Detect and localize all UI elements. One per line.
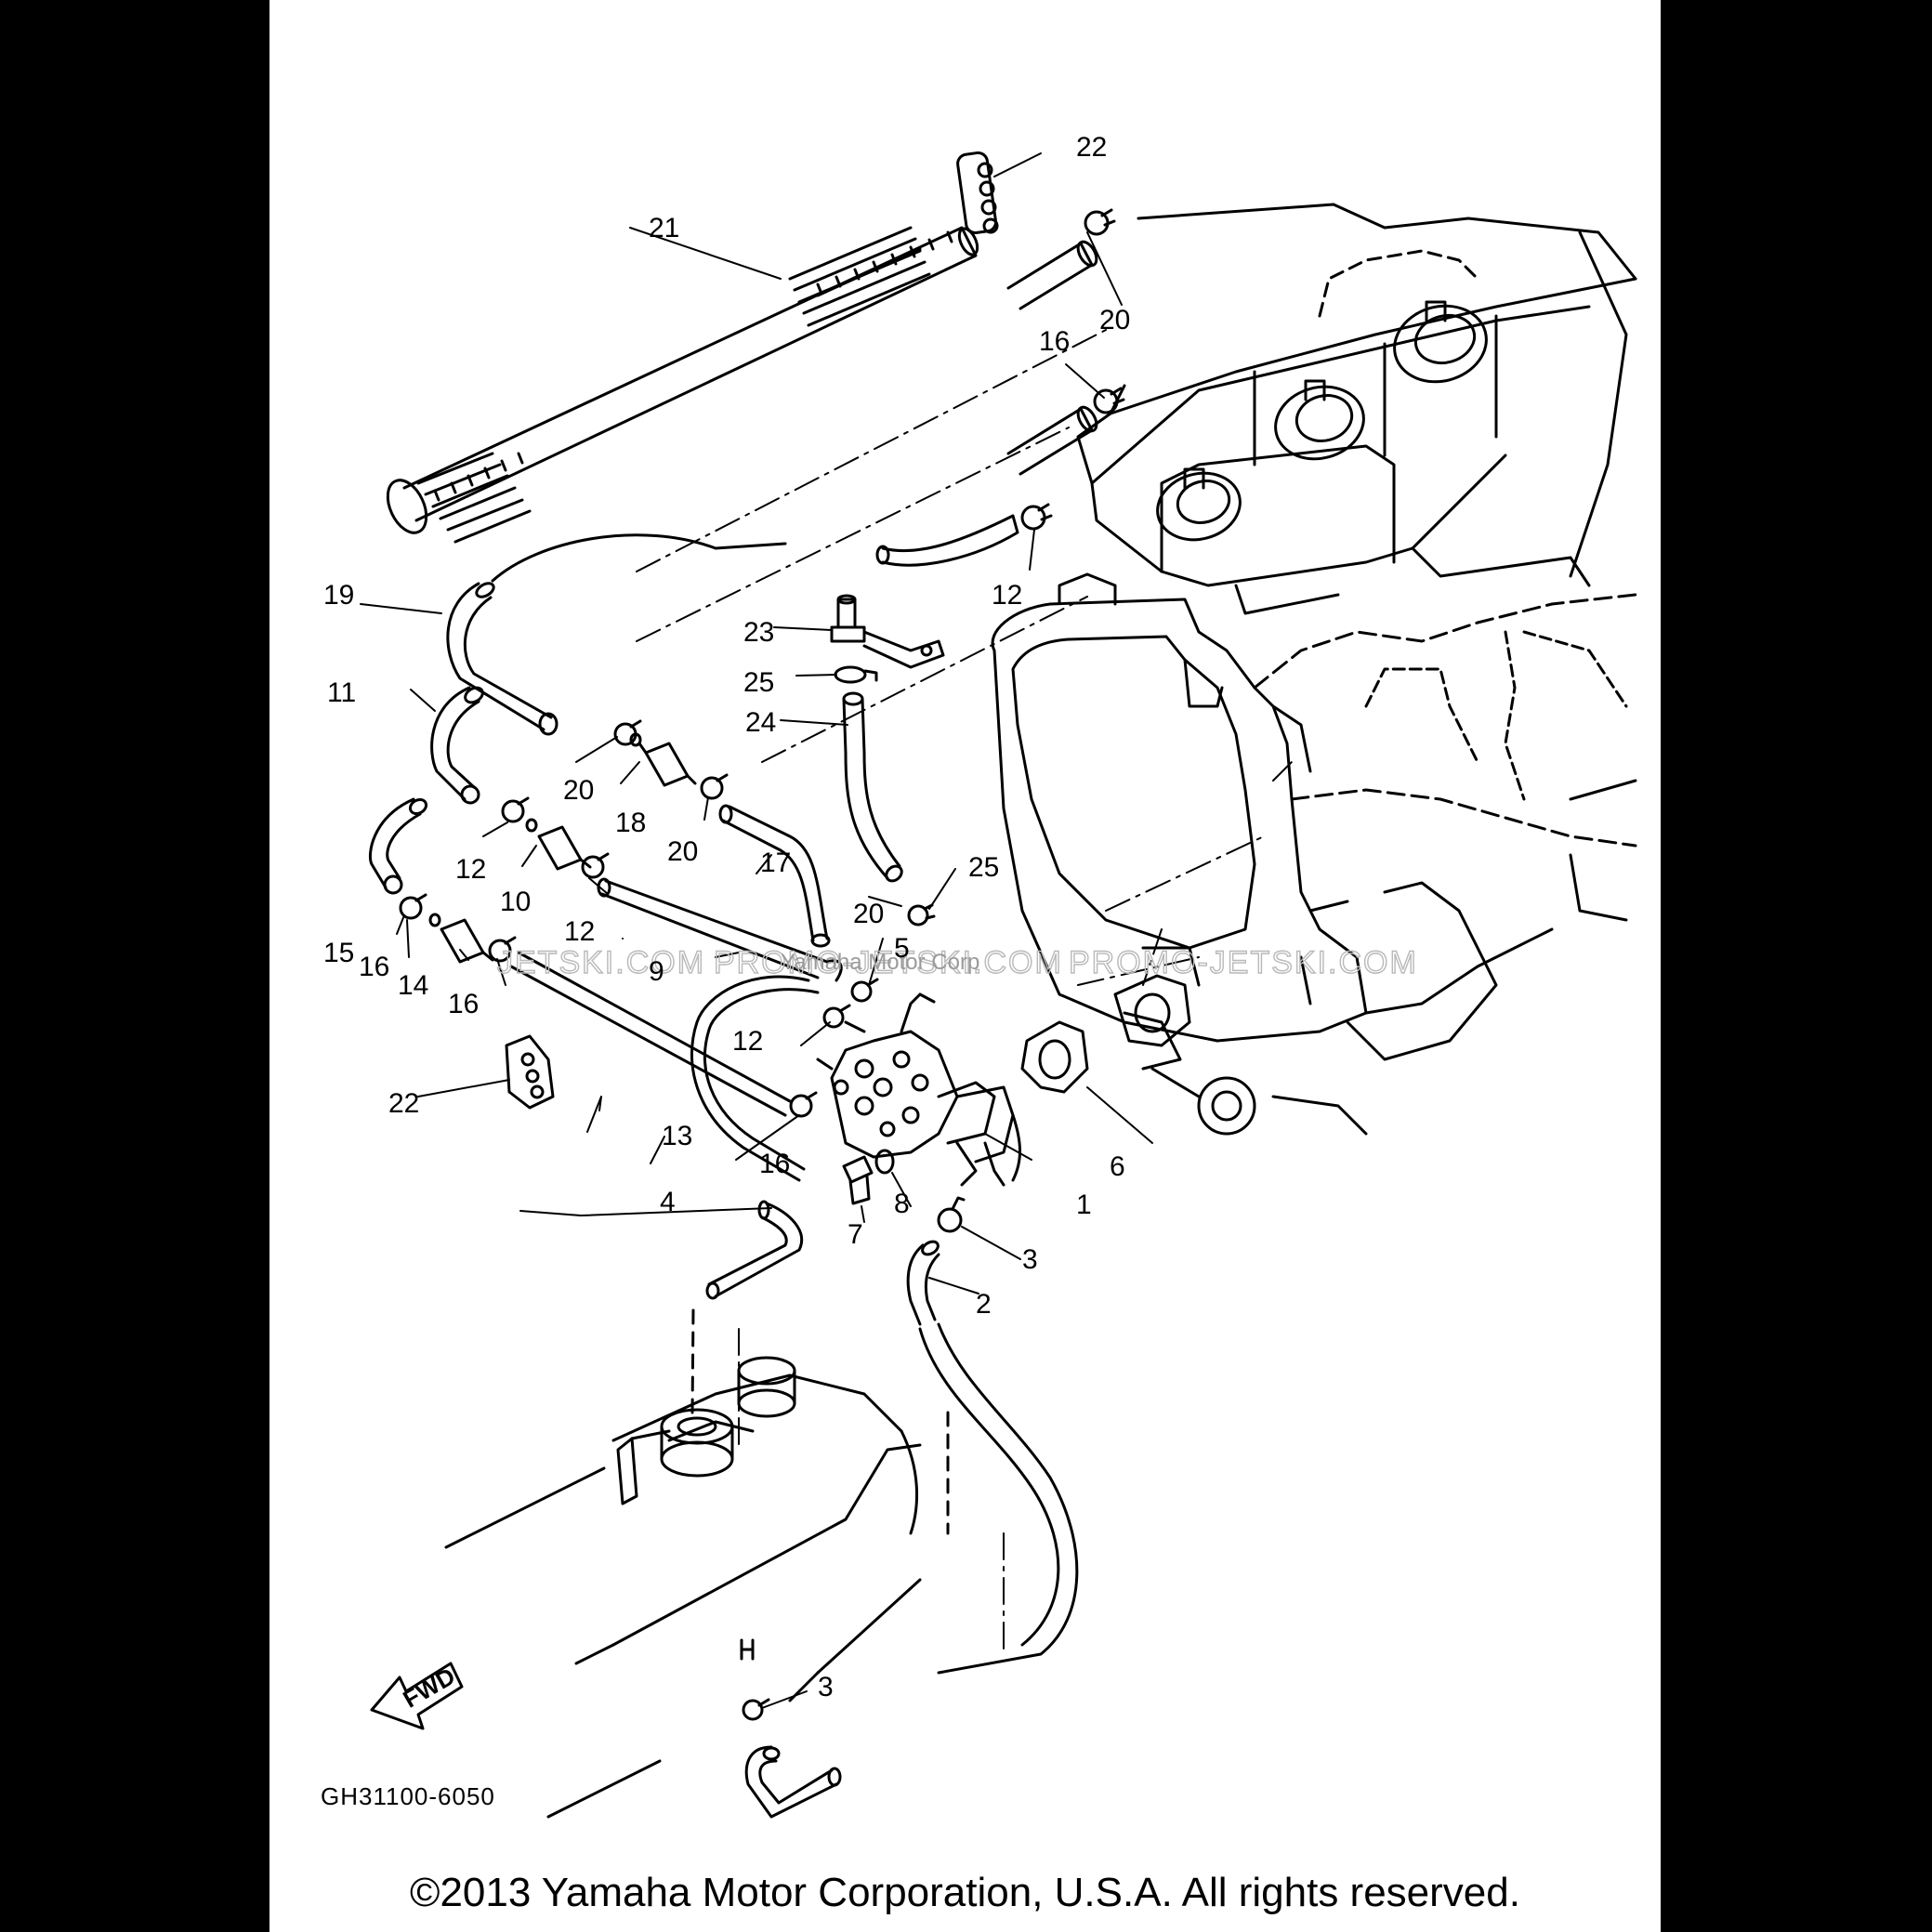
callout-13: 13 — [662, 1121, 692, 1151]
watermark-overlay: Yamaha Motor Corp — [781, 950, 979, 975]
engine-block — [991, 572, 1637, 1136]
callout-21: 21 — [649, 213, 679, 243]
callout-2: 2 — [976, 1289, 992, 1320]
callout-3: 3 — [1022, 1244, 1038, 1275]
diagram-sheet: FWD JETSKI.COM PROMO-JETSKI.COM PROMO-JE… — [269, 0, 1661, 1932]
clamp-12-left — [501, 796, 530, 823]
part-10-filter — [525, 818, 592, 871]
callout-24: 24 — [745, 707, 776, 738]
part-14-filter — [428, 913, 494, 964]
fuel-tank-filler — [616, 1356, 796, 1505]
part-2-hose — [906, 1240, 1079, 1675]
callout-25-right: 25 — [968, 852, 999, 883]
callout-14: 14 — [398, 970, 428, 1001]
clamp-25-right — [907, 903, 936, 927]
part-8-washer — [874, 1149, 895, 1175]
clamp-16-mid — [488, 936, 517, 963]
short-hose-middle — [1006, 405, 1098, 476]
callout-6: 6 — [1110, 1151, 1125, 1182]
callout-5: 5 — [894, 933, 910, 964]
part-18-filter — [629, 732, 697, 787]
callout-19: 19 — [323, 580, 354, 611]
lower-hose — [744, 1745, 842, 1819]
clamp-12-upper — [1020, 503, 1053, 531]
callout-25-top: 25 — [743, 667, 774, 698]
parts-diagram: FWD JETSKI.COM PROMO-JETSKI.COM PROMO-JE… — [321, 132, 1637, 1819]
callout-1: 1 — [1076, 1189, 1092, 1220]
part-24-hose — [842, 691, 903, 883]
part-19-hose — [446, 533, 787, 736]
callout-12-valve: 12 — [732, 1026, 763, 1057]
callout-10: 10 — [500, 887, 531, 917]
clamp-16-left — [399, 893, 427, 920]
fwd-label: FWD — [399, 1662, 460, 1714]
callout-20-valve: 20 — [853, 899, 884, 929]
clamp-12-mid — [581, 852, 610, 879]
clamp-16-upper — [1093, 387, 1125, 414]
engine-gasket-recess — [1113, 974, 1191, 1047]
callout-12-upper: 12 — [992, 580, 1022, 611]
callout-20-upper: 20 — [1099, 305, 1130, 335]
part-22-hose-holder-top — [956, 151, 999, 235]
callout-20-mid: 20 — [667, 836, 698, 867]
part-23-fitting — [830, 594, 945, 669]
callout-16-upper: 16 — [1039, 326, 1070, 357]
clamp-3-lower — [740, 1638, 770, 1721]
callout-16-mid: 16 — [448, 989, 479, 1019]
callout-16-left: 16 — [359, 952, 389, 982]
callout-15: 15 — [323, 938, 354, 968]
part-1-fuel-cock — [816, 992, 1021, 1187]
clamp-16-lower — [789, 1091, 818, 1118]
part-11-hose — [430, 686, 484, 805]
part-21-corrugated-hose — [386, 226, 979, 544]
part-4-hose — [690, 1200, 803, 1414]
clamp-20-valve — [850, 978, 879, 1003]
part-9-hose — [597, 877, 843, 982]
clamp-12-valve — [822, 1004, 851, 1029]
callout-12-left: 12 — [455, 854, 486, 885]
callout-20-left: 20 — [563, 775, 594, 806]
callout-16-lower: 16 — [759, 1149, 790, 1179]
clamp-20-mid — [700, 773, 729, 800]
callout-17: 17 — [760, 848, 791, 878]
part-22-hose-holder-lower — [505, 1034, 555, 1110]
short-hose-upper — [1006, 240, 1098, 310]
fwd-arrow — [370, 1662, 464, 1730]
watermark-promo-mid: PROMO-JETSKI.COM — [714, 945, 1063, 980]
hose-to-head — [875, 514, 1019, 567]
part-7-bolt — [842, 1155, 874, 1205]
part-17-hose — [718, 804, 831, 948]
callout-12-mid: 12 — [564, 916, 595, 947]
callout-3-lower: 3 — [818, 1672, 834, 1702]
part-15-hose — [368, 797, 428, 895]
callout-11: 11 — [327, 677, 356, 708]
leader-lines — [360, 152, 1153, 1709]
part-3-clamp — [937, 1196, 966, 1233]
callout-9: 9 — [649, 956, 664, 987]
part-13-hose — [509, 951, 820, 1182]
callout-7: 7 — [848, 1219, 863, 1250]
part-6-gasket — [1020, 1020, 1089, 1094]
callout-22-top: 22 — [1076, 132, 1107, 163]
clamp-25-top — [834, 665, 878, 684]
callout-8: 8 — [894, 1189, 910, 1219]
diagram-code: GH31100-6050 — [321, 1782, 495, 1810]
callout-18: 18 — [615, 808, 646, 838]
clamp-20-left — [613, 719, 642, 746]
callout-23: 23 — [743, 617, 774, 648]
copyright-notice: ©2013 Yamaha Motor Corporation, U.S.A. A… — [410, 1870, 1520, 1915]
watermark-jetski: JETSKI.COM — [497, 945, 705, 980]
callout-22-lower: 22 — [388, 1088, 419, 1119]
fuel-tank — [444, 1373, 950, 1819]
watermark-promo-right: PROMO-JETSKI.COM — [1069, 945, 1418, 980]
callout-4: 4 — [660, 1187, 676, 1217]
clamp-20-upper — [1084, 208, 1116, 236]
engine-cylinder-head — [1076, 203, 1637, 615]
